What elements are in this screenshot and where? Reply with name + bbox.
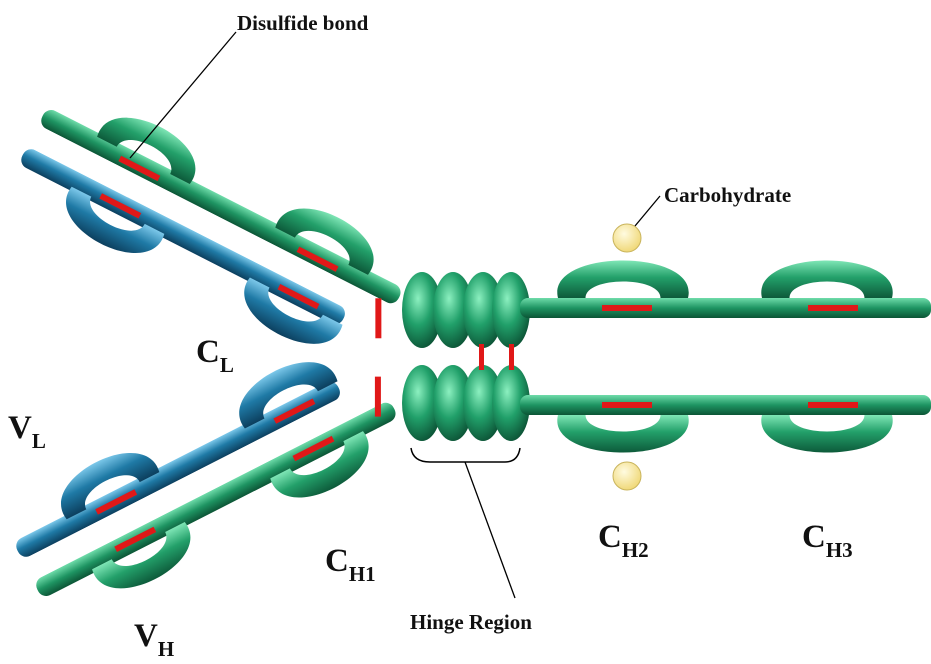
cl-label: CL [196, 334, 234, 377]
vh-label: VH [134, 618, 174, 661]
carbohydrate-label: Carbohydrate [664, 183, 791, 207]
disulfide-bond [375, 377, 381, 417]
ch3-label: CH3 [802, 519, 853, 562]
disulfide-bond [509, 344, 514, 370]
disulfide-leader-line [130, 32, 236, 158]
hinge-leader-line [465, 462, 515, 598]
hinge-region [402, 272, 530, 441]
carbohydrate-leader-line [635, 196, 660, 226]
disulfide-bond [602, 305, 652, 311]
disulfide-bond [808, 305, 858, 311]
hinge-bracket [411, 448, 520, 462]
disulfide-bond [375, 298, 381, 338]
ch1-label: CH1 [325, 543, 376, 586]
vl-label: VL [8, 410, 46, 453]
disulfide-bond [808, 402, 858, 408]
carbohydrate-lower [613, 462, 641, 490]
upper-fab-arm [3, 77, 421, 377]
hinge-region-label: Hinge Region [410, 610, 532, 634]
carbohydrate-upper [613, 224, 641, 252]
fc-region [520, 261, 931, 453]
disulfide-bond [479, 344, 484, 370]
disulfide-bond-label: Disulfide bond [237, 11, 369, 35]
ch2-label: CH2 [598, 519, 649, 562]
disulfide-bond [602, 402, 652, 408]
